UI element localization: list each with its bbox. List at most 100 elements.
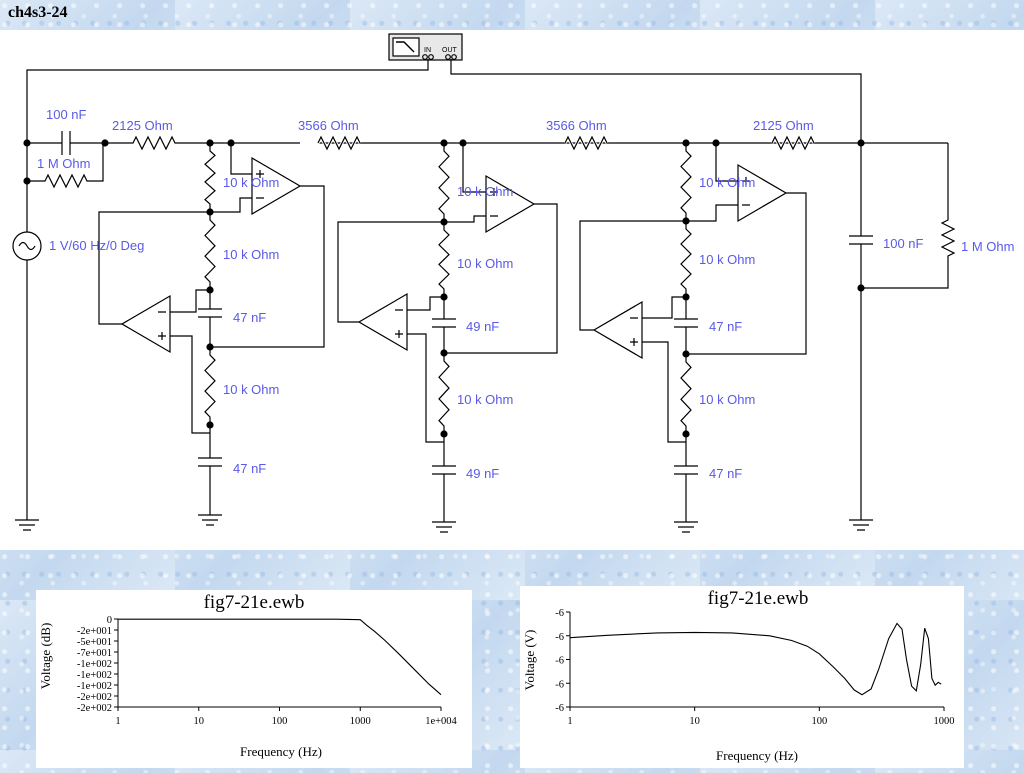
c-out-capacitor — [849, 143, 873, 531]
chart1-y-tick-label: -5e+001 — [77, 637, 112, 648]
stage1-r-mid — [204, 212, 216, 290]
label-s2-r-top: 10 k Ohm — [457, 184, 513, 199]
junction-dot — [440, 218, 448, 226]
ac-source[interactable] — [12, 231, 42, 261]
stage2-c-mid — [432, 297, 456, 353]
page-title: ch4s3-24 — [8, 4, 68, 21]
chart2-ylabel: Voltage (V) — [522, 630, 537, 691]
label-s3-r-mid: 10 k Ohm — [699, 252, 755, 267]
chart1-y-tick-label: -1e+002 — [77, 681, 112, 692]
label-r-in: 1 M Ohm — [37, 156, 90, 171]
stage1-r-top — [204, 143, 216, 212]
stage3-opamp-top — [737, 163, 788, 223]
junction-dot — [206, 286, 214, 294]
label-s3-r-top: 10 k Ohm — [699, 175, 755, 190]
label-s3-c-mid: 47 nF — [709, 319, 742, 334]
junction-dot — [206, 139, 214, 147]
junction-dot — [206, 208, 214, 216]
stage3-r-mid — [680, 221, 692, 297]
chart1-y-tick-label: -1e+002 — [77, 670, 112, 681]
junction-dot — [682, 293, 690, 301]
stage1-opamp-top — [251, 156, 302, 216]
label-s1-r-mid: 10 k Ohm — [223, 247, 279, 262]
junction-dot — [101, 139, 109, 147]
r-in-resistor — [27, 143, 104, 189]
r-series-1 — [105, 135, 210, 151]
filter-stage-1 — [98, 143, 325, 526]
label-source: 1 V/60 Hz/0 Deg — [49, 238, 144, 253]
chart2-x-tick-label: 1000 — [934, 716, 955, 727]
chart1-title: fig7-21e.ewb — [204, 592, 305, 613]
label-bode-out: OUT — [442, 47, 458, 54]
label-r-series-1: 2125 Ohm — [112, 118, 173, 133]
junction-dot — [459, 139, 467, 147]
junction-dot — [440, 349, 448, 357]
stage2-r-top — [438, 143, 450, 222]
chart2-y-tick-label: -6 — [555, 679, 564, 690]
filter-stage-2 — [337, 143, 558, 533]
label-c-in: 100 nF — [46, 107, 87, 122]
chart2-xlabel: Frequency (Hz) — [716, 748, 798, 763]
stage3-c-mid — [674, 297, 698, 354]
r-series-2 — [317, 135, 361, 151]
chart1-y-tick-label: -2e+002 — [77, 692, 112, 703]
chart2-y-tick-label: -6 — [555, 608, 564, 619]
chart1-x-tick-label: 10 — [194, 716, 205, 727]
label-s1-c-mid: 47 nF — [233, 310, 266, 325]
label-c-out: 100 nF — [883, 236, 924, 251]
label-s2-r-mid: 10 k Ohm — [457, 256, 513, 271]
junction-dot — [682, 430, 690, 438]
chart1-x-tick-label: 1000 — [350, 716, 371, 727]
label-r-series-2: 3566 Ohm — [298, 118, 359, 133]
chart1-x-tick-label: 1 — [115, 716, 120, 727]
chart1-series-line — [118, 618, 442, 696]
label-r-series-3: 3566 Ohm — [546, 118, 607, 133]
bode-in-wire — [26, 59, 429, 143]
chart2-x-tick-label: 10 — [689, 716, 700, 727]
stage3-opamp-bottom — [592, 300, 643, 360]
chart1-y-tick-label: -2e+002 — [77, 703, 112, 714]
chart1-xlabel: Frequency (Hz) — [240, 744, 322, 759]
chart1-x-tick-label: 1e+004 — [425, 716, 457, 727]
chart1-ylabel: Voltage (dB) — [38, 623, 53, 690]
junction-dot — [440, 293, 448, 301]
filter-stage-3 — [579, 143, 807, 533]
junction-dot — [206, 421, 214, 429]
junction-dot — [857, 139, 865, 147]
chart2-x-tick-label: 100 — [811, 716, 827, 727]
label-s1-r-top: 10 k Ohm — [223, 175, 279, 190]
label-s2-c-mid: 49 nF — [466, 319, 499, 334]
label-s1-c-low: 47 nF — [233, 461, 266, 476]
r-out-resistor — [861, 143, 956, 289]
chart1-y-tick-label: -2e+001 — [77, 626, 112, 637]
junction-dot — [23, 139, 31, 147]
chart1-y-tick-label: -1e+002 — [77, 659, 112, 670]
junction-dot — [206, 343, 214, 351]
stage1-r-low — [204, 347, 216, 425]
junction-dot — [712, 139, 720, 147]
label-s3-c-low: 47 nF — [709, 466, 742, 481]
stage2-opamp-bottom — [357, 292, 408, 352]
chart1-y-tick-label: 0 — [107, 615, 112, 626]
label-s2-c-low: 49 nF — [466, 466, 499, 481]
junction-dot — [682, 139, 690, 147]
junction-dot — [440, 430, 448, 438]
chart2-axis-lines — [569, 612, 944, 708]
bode-out-wire — [450, 59, 862, 143]
bode-plotter[interactable] — [388, 33, 463, 61]
label-s2-r-low: 10 k Ohm — [457, 392, 513, 407]
junction-dot — [23, 177, 31, 185]
junction-dot — [857, 284, 865, 292]
stage1-c-low — [198, 425, 222, 526]
chart1-y-tick-label: -7e+001 — [77, 648, 112, 659]
junction-dot — [682, 217, 690, 225]
chart2-y-tick-label: -6 — [555, 656, 564, 667]
chart1-x-tick-label: 100 — [272, 716, 288, 727]
chart2-x-tick-label: 1 — [567, 716, 572, 727]
junction-dot — [440, 139, 448, 147]
label-s3-r-low: 10 k Ohm — [699, 392, 755, 407]
r-series-4 — [771, 135, 815, 151]
junction-dot — [682, 350, 690, 358]
